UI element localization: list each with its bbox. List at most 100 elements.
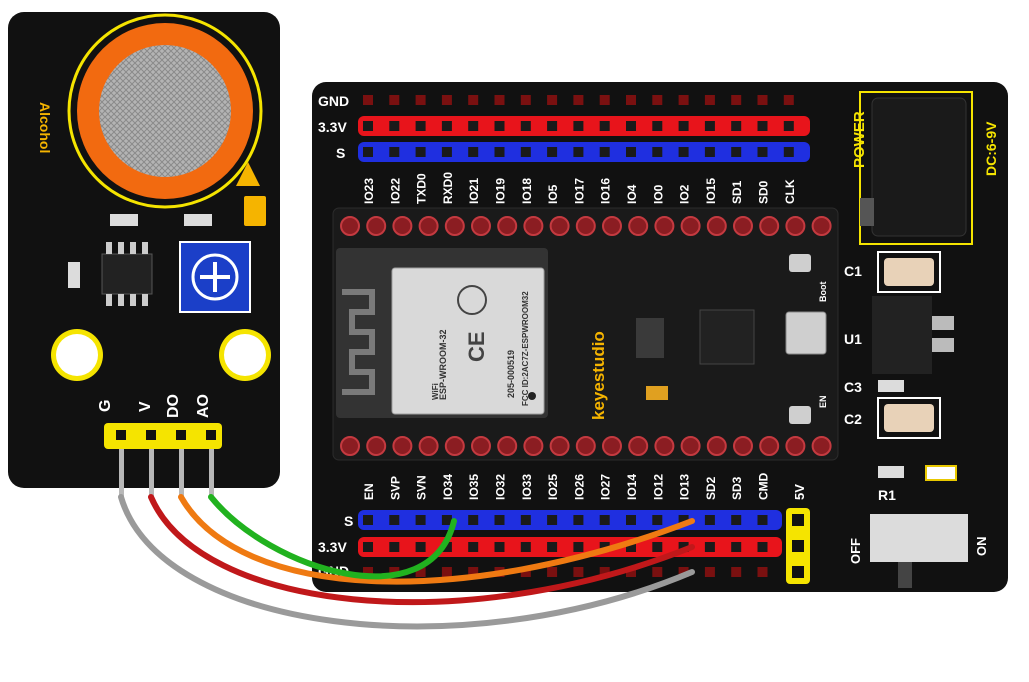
sensor-title: Alcohol [37, 102, 53, 153]
c3-capacitor [878, 380, 904, 392]
top-pin-IO18-0 [520, 95, 531, 105]
top-pin-IO4-1 [626, 121, 636, 131]
top-pin-IO15-1 [704, 121, 715, 131]
top-pin-label: IO21 [467, 178, 481, 204]
mount-hole-left [56, 334, 98, 376]
top-pin-label: IO19 [494, 178, 508, 204]
top-pin-label: SD0 [757, 180, 771, 204]
esp-top-pad [628, 216, 649, 236]
bottom-pin-IO26-2 [573, 567, 584, 577]
bottom-pin-IO35-1 [468, 542, 479, 552]
esp-top-pad [654, 216, 675, 236]
bottom-pin-EN-1 [363, 542, 373, 552]
esp-bottom-pad [654, 436, 675, 456]
u1-leg-2 [932, 338, 954, 352]
bottom-pin-IO25-1 [547, 542, 558, 552]
top-pin-label: IO22 [388, 178, 402, 204]
bottom-pin-IO26-0 [573, 515, 584, 525]
en-button[interactable] [789, 406, 811, 424]
top-pin-label: IO2 [678, 184, 692, 204]
top-pin-SD1-1 [731, 121, 742, 131]
sensor-pin-header [104, 423, 222, 449]
bottom-pin-IO32-0 [494, 515, 505, 525]
top-pin-IO19-1 [494, 121, 505, 131]
micro-usb-port [785, 311, 827, 355]
esp-bottom-pad [549, 436, 570, 456]
esp-bottom-pad [497, 436, 518, 456]
esp-top-pad [392, 216, 413, 236]
wires [118, 494, 695, 630]
power-jack [871, 97, 967, 237]
switch-lever [898, 562, 912, 588]
esp-top-pad [471, 216, 491, 236]
bottom-3v3-label: 3.3V [318, 539, 347, 555]
wroom-fcc: FCC ID:2AC7Z-ESPWROOM32 [521, 291, 530, 406]
esp-top-pad [680, 216, 701, 236]
top-pin-TXD0-2 [415, 147, 426, 157]
bottom-pin-SVN-0 [415, 515, 426, 525]
bottom-pin-SD2-0 [704, 515, 715, 525]
top-pin-label: IO15 [704, 178, 718, 204]
bottom-pin-IO27-2 [599, 567, 610, 577]
top-pin-IO18-2 [520, 147, 531, 157]
bottom-pin-IO13-1 [678, 542, 689, 552]
bottom-pin-SD2-1 [704, 542, 715, 552]
bottom-pin-IO34-2 [441, 567, 452, 577]
bottom-pin-header [363, 515, 768, 577]
top-pin-RXD0-1 [441, 121, 452, 131]
bottom-pin-label: IO27 [599, 474, 613, 500]
power-switch[interactable] [870, 514, 968, 562]
top-s-row [358, 142, 810, 162]
brand-label: keyestudio [589, 331, 608, 420]
pin1-dot [528, 392, 536, 400]
top-pin-IO2-0 [678, 95, 689, 105]
bottom-pin-SVN-2 [415, 567, 426, 577]
esp-top-pad [575, 216, 596, 236]
top-pin-SD0-0 [757, 95, 768, 105]
bottom-pin-SVN-1 [415, 542, 426, 552]
sensor-mesh [99, 45, 231, 177]
bottom-pin-IO12-1 [652, 542, 663, 552]
bottom-pin-IO13-0 [678, 515, 689, 525]
switch-off-label: OFF [848, 538, 863, 564]
esp-bottom-pad [759, 436, 780, 456]
top-pin-label: TXD0 [415, 173, 429, 204]
bottom-pin-label: CMD [757, 472, 771, 500]
five-v-pin-1 [792, 514, 804, 526]
five-v-pin-3 [792, 566, 804, 578]
bottom-pin-SD2-2 [704, 567, 715, 577]
esp-bottom-pad [444, 436, 465, 456]
top-pin-label: IO0 [651, 184, 665, 204]
esp-top-pad [706, 216, 727, 236]
alcohol-sensor-module: Alcohol G V DO AO [8, 12, 280, 497]
bottom-pin-IO34-0 [441, 515, 452, 525]
top-pin-SD0-2 [757, 147, 768, 157]
c2-label: C2 [844, 411, 862, 427]
top-pin-IO23-1 [363, 121, 373, 131]
esp-top-pad [602, 216, 622, 236]
bottom-pin-IO12-0 [652, 515, 663, 525]
wire-red-v [148, 494, 695, 606]
esp-top-pad [523, 216, 544, 236]
bottom-pin-label: EN [362, 483, 376, 500]
bottom-pin-IO35-2 [468, 567, 479, 577]
top-pin-IO2-2 [678, 147, 689, 157]
five-v-pin-2 [792, 540, 804, 552]
top-pin-IO0-0 [652, 95, 663, 105]
bottom-pin-label: IO35 [467, 474, 481, 500]
switch-on-label: ON [974, 537, 989, 557]
warning-icon [236, 162, 260, 186]
bottom-pin-CMD-1 [757, 542, 768, 552]
antenna-trace [342, 289, 375, 395]
led [925, 465, 957, 481]
top-pin-SD0-1 [757, 121, 768, 131]
boot-button[interactable] [789, 254, 811, 272]
bottom-pin-IO25-2 [547, 567, 558, 577]
top-pin-label: IO5 [546, 184, 560, 204]
esp-bottom-pad [340, 436, 360, 456]
sensor-pin-label-g: G [97, 400, 114, 412]
top-pin-label: IO18 [520, 178, 534, 204]
esp-top-pad [759, 216, 780, 236]
bottom-pin-SD3-2 [731, 567, 742, 577]
